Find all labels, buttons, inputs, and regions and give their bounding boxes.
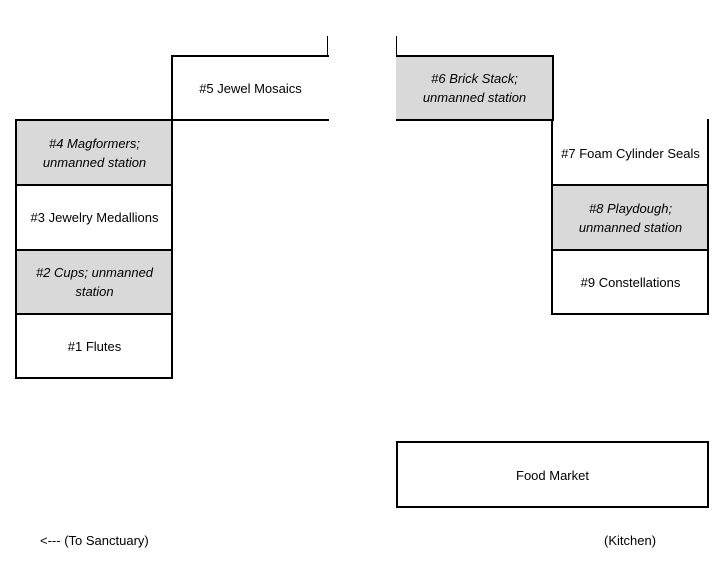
left-column-border-top [16, 119, 173, 121]
food-market-border-top [396, 441, 709, 443]
station-5-label: #5 Jewel Mosaics [199, 80, 302, 96]
food-market-border-bottom [396, 506, 709, 508]
food-market-label: Food Market [516, 467, 589, 483]
station-5-border-bottom [172, 119, 329, 121]
left-column-border-right [171, 119, 173, 379]
station-7-label: #7 Foam Cylinder Seals [561, 145, 700, 161]
right-column-border-bottom [551, 313, 709, 315]
right-divider-1 [552, 184, 708, 186]
station-8-playdough: #8 Playdough; unmanned station [552, 185, 709, 250]
station-7-foam-cylinder-seals: #7 Foam Cylinder Seals [552, 120, 709, 186]
left-divider-2 [16, 249, 172, 251]
station-5-border-right [327, 36, 328, 56]
station-5-jewel-mosaics: #5 Jewel Mosaics [172, 55, 329, 121]
station-6-label: #6 Brick Stack; unmanned station [422, 71, 527, 105]
station-4-label: #4 Magformers; unmanned station [42, 136, 147, 170]
station-1-flutes: #1 Flutes [16, 314, 173, 379]
station-6-border-top [396, 55, 553, 57]
right-column-border-right [707, 119, 709, 315]
station-8-label: #8 Playdough; unmanned station [578, 200, 683, 235]
food-market-border-right [707, 441, 709, 508]
station-2-label: #2 Cups; unmanned station [35, 265, 154, 299]
to-sanctuary-label: <--- (To Sanctuary) [40, 533, 149, 548]
station-6-border-left [396, 36, 397, 56]
station-6-brick-stack: #6 Brick Stack; unmanned station [396, 55, 553, 121]
station-5-border-top [172, 55, 329, 57]
food-market-border-left [396, 441, 398, 508]
station-5-border-left [171, 55, 173, 121]
station-6-border-right [552, 55, 554, 121]
station-3-label: #3 Jewelry Medallions [30, 210, 159, 225]
left-divider-1 [16, 184, 172, 186]
station-6-border-bottom [396, 119, 553, 121]
station-3-jewelry-medallions: #3 Jewelry Medallions [16, 185, 173, 250]
food-market: Food Market [396, 442, 709, 508]
kitchen-label: (Kitchen) [604, 533, 657, 548]
left-divider-3 [16, 313, 172, 315]
station-9-constellations: #9 Constellations [552, 249, 709, 315]
station-4-magformers: #4 Magformers; unmanned station [16, 120, 173, 186]
station-1-label: #1 Flutes [67, 339, 122, 354]
station-2-cups: #2 Cups; unmanned station [16, 249, 173, 315]
right-column-border-left [551, 119, 553, 315]
right-divider-2 [552, 249, 708, 251]
station-9-label: #9 Constellations [580, 274, 681, 290]
left-column-border-bottom [15, 377, 173, 379]
